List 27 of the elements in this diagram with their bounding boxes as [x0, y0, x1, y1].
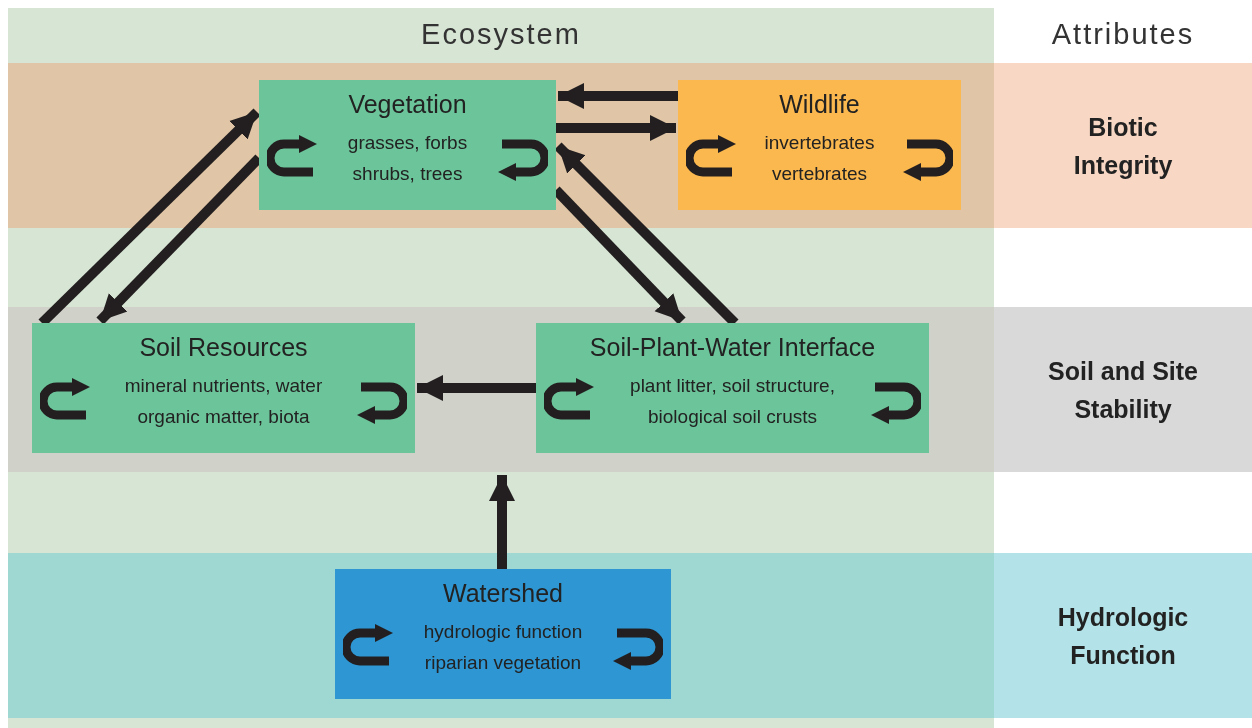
component-box — [259, 80, 556, 210]
arrow — [558, 83, 678, 109]
arrow — [489, 475, 515, 569]
box-description: plant litter, soil structure, biological soil crusts — [629, 374, 836, 429]
box-description: mineral nutrients, water organic matter, biota — [123, 374, 324, 429]
attribute-label: Biotic Integrity — [1072, 111, 1174, 181]
box-description: invertebrates vertebrates — [763, 131, 876, 186]
component-box — [536, 323, 929, 453]
component-box — [335, 569, 671, 699]
box-description: grasses, forbs shrubs, trees — [346, 131, 469, 186]
column-header: Attributes — [1050, 18, 1196, 51]
arrow — [556, 115, 676, 141]
box-title: Wildlife — [779, 90, 860, 119]
box-title: Vegetation — [348, 90, 467, 119]
box-title: Watershed — [443, 579, 563, 608]
column-header: Ecosystem — [420, 18, 582, 51]
box-title: Soil Resources — [139, 333, 308, 362]
attribute-band — [994, 553, 1252, 718]
attribute-band — [994, 307, 1252, 472]
component-box — [32, 323, 415, 453]
box-title: Soil-Plant-Water Interface — [589, 333, 876, 362]
box-description: hydrologic function riparian vegetation — [422, 620, 584, 675]
component-box — [678, 80, 961, 210]
arrow — [417, 375, 536, 401]
attribute-label: Soil and Site Stability — [1047, 355, 1199, 425]
attribute-band — [994, 63, 1252, 228]
attribute-label: Hydrologic Function — [1056, 601, 1190, 671]
